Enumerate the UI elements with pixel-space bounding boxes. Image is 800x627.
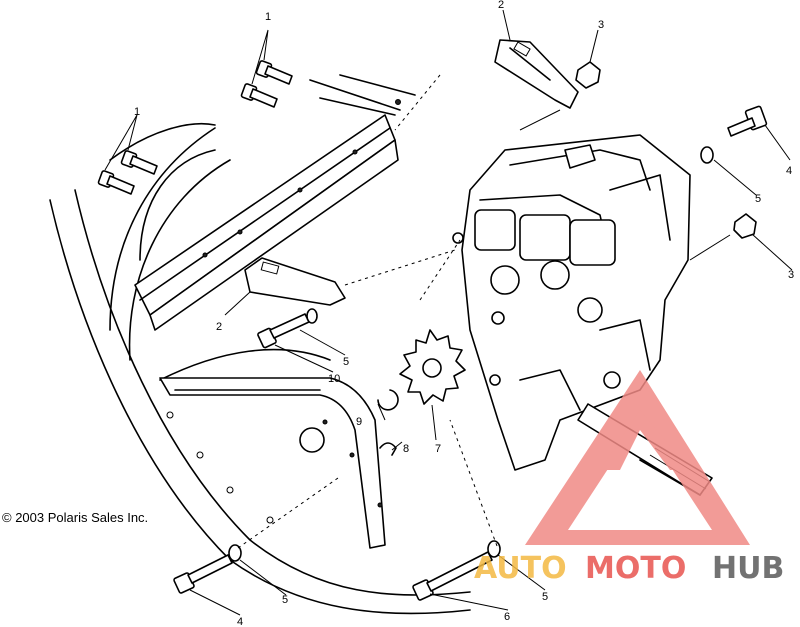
sprocket-7 [399, 329, 466, 405]
callout-10: 10 [328, 373, 340, 385]
callout-2-top: 2 [498, 0, 504, 11]
copyright-text: © 2003 Polaris Sales Inc. [2, 510, 149, 525]
watermark-triangle [525, 370, 750, 545]
leader-lines [104, 9, 793, 616]
bolt-1d [97, 170, 135, 195]
callout-3-right: 3 [788, 269, 794, 281]
bolt-1c [120, 150, 158, 175]
watermark-hub: HUB [712, 551, 784, 586]
callout-4-bottom: 4 [237, 616, 243, 627]
clip-8 [379, 442, 397, 456]
callout-6: 6 [504, 611, 510, 623]
callout-2-left: 2 [216, 321, 222, 333]
callout-5-mid: 5 [343, 356, 349, 368]
bracket-2-upper [494, 39, 579, 109]
mounting-rail [134, 99, 401, 331]
callout-5-bottom-right: 5 [542, 591, 548, 603]
callout-8: 8 [403, 443, 409, 455]
callout-7: 7 [435, 443, 441, 455]
bracket-plate [159, 377, 386, 549]
callout-5-bottom: 5 [282, 594, 288, 606]
callout-5-right: 5 [755, 193, 761, 205]
nut-3-top [575, 61, 601, 89]
bolt-1b [240, 83, 278, 108]
callout-3-top: 3 [598, 19, 604, 31]
bracket-2-lower [244, 257, 346, 306]
bolt-6 [412, 540, 501, 601]
snap-ring-9 [377, 389, 399, 411]
callout-labels: 1 1 2 3 4 5 3 2 5 10 9 8 7 4 5 6 5 [134, 0, 794, 627]
callout-4-right: 4 [786, 165, 792, 177]
nut-3-right [733, 213, 757, 239]
washer-5-right [700, 146, 714, 164]
bolt-1a [255, 60, 293, 85]
frame-tubes [49, 74, 471, 615]
watermark-auto: AUTO [474, 551, 567, 586]
bolt-10 [257, 308, 318, 349]
callout-1-left: 1 [134, 106, 140, 118]
bolt-4-lower [173, 544, 242, 594]
callout-1-top: 1 [265, 11, 271, 23]
callout-9: 9 [356, 416, 362, 428]
bolt-4-right [727, 105, 768, 137]
watermark-moto: MOTO [585, 551, 686, 586]
watermark-logo: AUTO MOTO HUB [474, 370, 784, 586]
